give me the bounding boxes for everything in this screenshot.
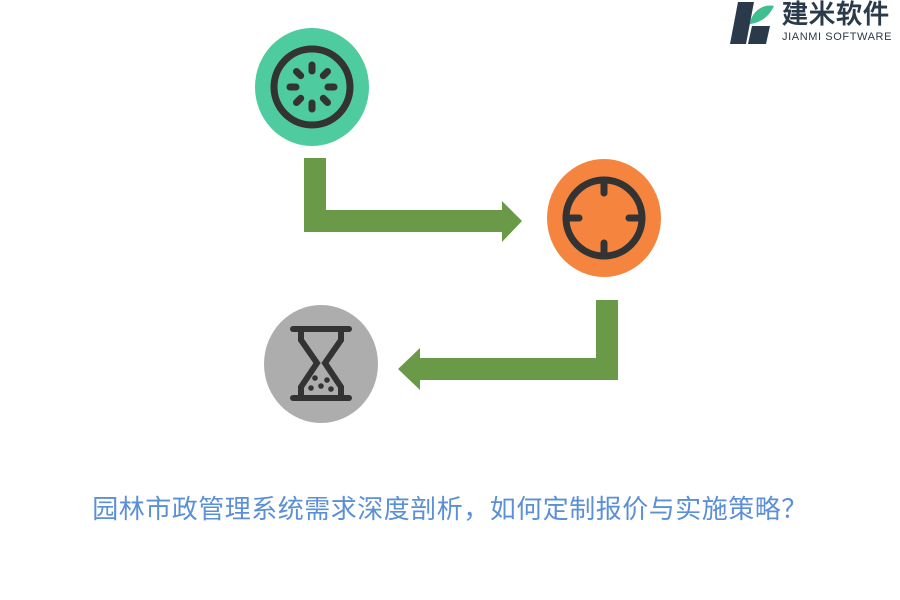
brand-name: 建米软件 <box>782 0 891 30</box>
loading-icon <box>270 45 354 129</box>
step-3-node <box>264 305 378 423</box>
brand-logo: 建米软件 JIANMI SOFTWARE <box>724 0 900 48</box>
brand-name-en: JIANMI SOFTWARE <box>782 31 893 43</box>
arrow-step2-to-step3 <box>398 300 618 390</box>
step-2-node <box>547 159 661 277</box>
flow-diagram <box>255 28 661 423</box>
step-1-node <box>255 28 369 146</box>
page-caption: 园林市政管理系统需求深度剖析，如何定制报价与实施策略？ <box>92 495 808 525</box>
arrow-step1-to-step2 <box>304 158 522 242</box>
brand-logo-icon <box>730 2 774 44</box>
hourglass-icon <box>290 326 352 401</box>
target-icon <box>562 176 646 260</box>
